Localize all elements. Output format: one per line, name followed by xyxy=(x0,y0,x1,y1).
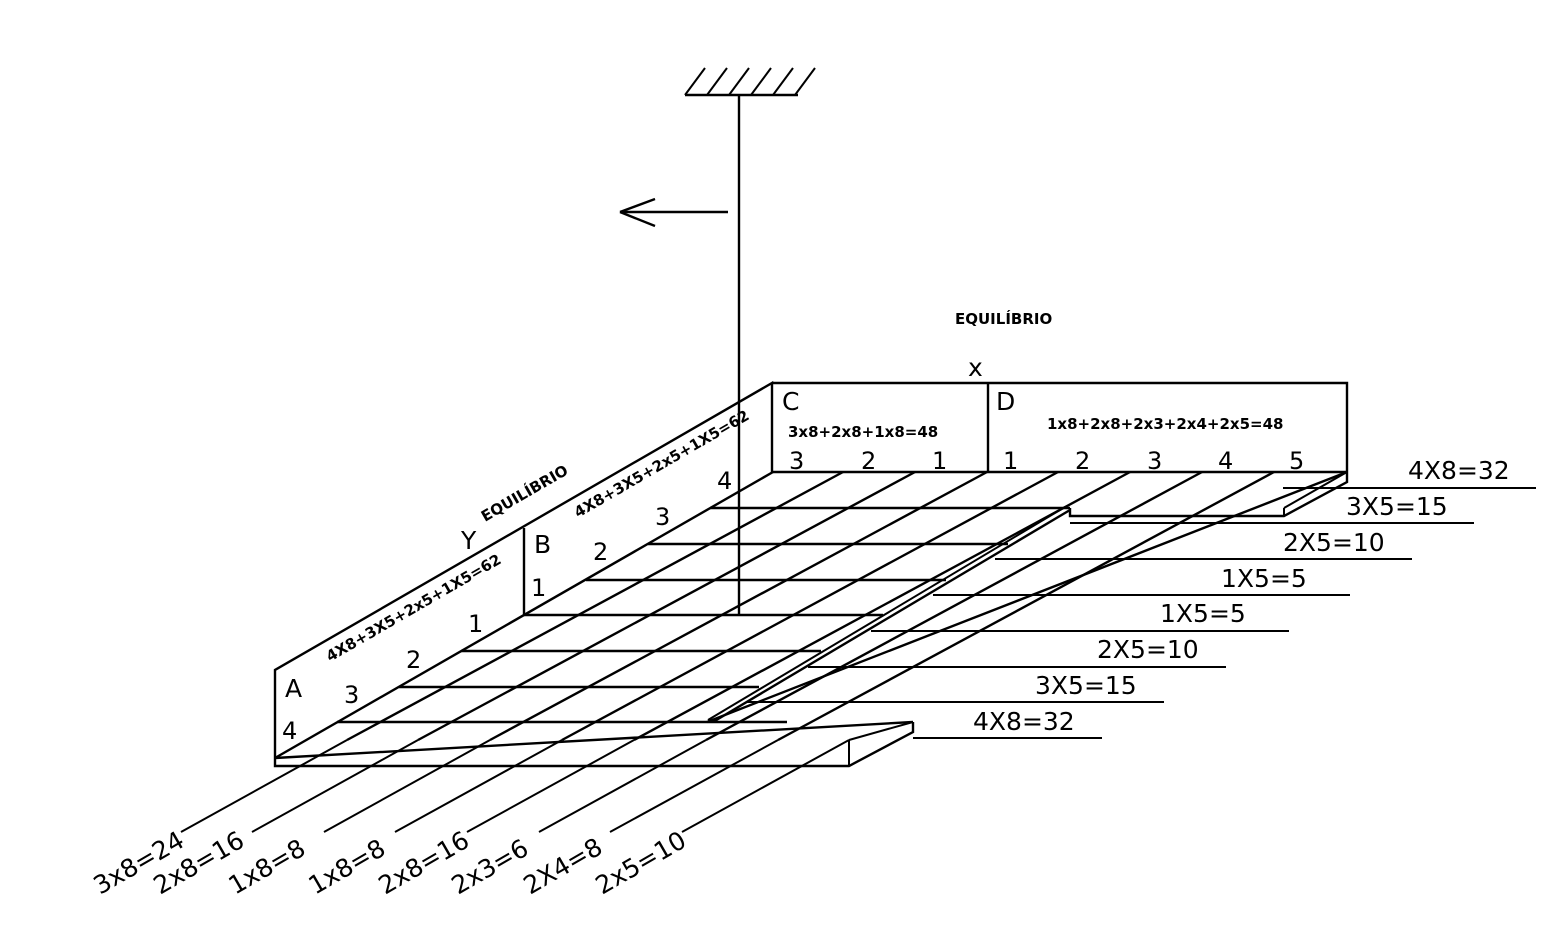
bottom-label: 1x8=8 xyxy=(304,833,391,900)
formula-c: 3x8+2x8+1x8=48 xyxy=(788,423,938,441)
right-label: 4X8=32 xyxy=(1408,456,1510,485)
right-label: 2X5=10 xyxy=(1097,635,1199,664)
panel-a-number: 3 xyxy=(344,681,359,709)
panel-c-number: 2 xyxy=(861,447,876,475)
axis-x-label: x xyxy=(968,353,983,382)
wall-panels xyxy=(273,380,1349,758)
panel-b-number: 4 xyxy=(717,467,732,495)
equilibrio-x-label: EQUILÍBRIO xyxy=(955,309,1052,328)
bottom-label: 2X4=8 xyxy=(519,832,608,900)
equilibrio-y-label: EQUILÍBRIO xyxy=(478,460,572,525)
panel-d-number: 5 xyxy=(1289,447,1304,475)
direction-arrow-icon xyxy=(619,197,728,228)
ceiling-support xyxy=(684,67,816,97)
panel-b-number: 3 xyxy=(655,503,670,531)
panel-a-number: 2 xyxy=(406,646,421,674)
bottom-label: 2x5=10 xyxy=(591,825,692,900)
panel-a-label: A xyxy=(285,674,302,703)
right-label: 2X5=10 xyxy=(1283,528,1385,557)
plate-edge xyxy=(273,471,1349,768)
right-leaders xyxy=(746,487,1536,739)
right-label: 1X5=5 xyxy=(1221,564,1307,593)
formula-d: 1x8+2x8+2x3+2x4+2x5=48 xyxy=(1047,415,1283,433)
panel-d-number: 4 xyxy=(1218,447,1233,475)
panel-c-number: 1 xyxy=(932,447,947,475)
panel-c-number: 3 xyxy=(789,447,804,475)
panel-d-number: 2 xyxy=(1075,447,1090,475)
bottom-leaders xyxy=(180,739,850,833)
right-label: 3X5=15 xyxy=(1035,671,1137,700)
right-label: 4X8=32 xyxy=(973,707,1075,736)
panel-b-number: 1 xyxy=(531,574,546,602)
panel-d-number: 1 xyxy=(1003,447,1018,475)
panel-c-label: C xyxy=(782,387,799,416)
panel-a-number: 1 xyxy=(468,610,483,638)
panel-b-label: B xyxy=(534,530,551,559)
axis-y-label: Y xyxy=(460,526,477,555)
panel-a-number: 4 xyxy=(282,717,297,745)
panel-d-label: D xyxy=(996,387,1015,416)
right-label: 3X5=15 xyxy=(1346,492,1448,521)
right-label: 1X5=5 xyxy=(1160,599,1246,628)
panel-b-number: 2 xyxy=(593,538,608,566)
panel-d-number: 3 xyxy=(1147,447,1162,475)
grid-plate xyxy=(274,470,1348,760)
